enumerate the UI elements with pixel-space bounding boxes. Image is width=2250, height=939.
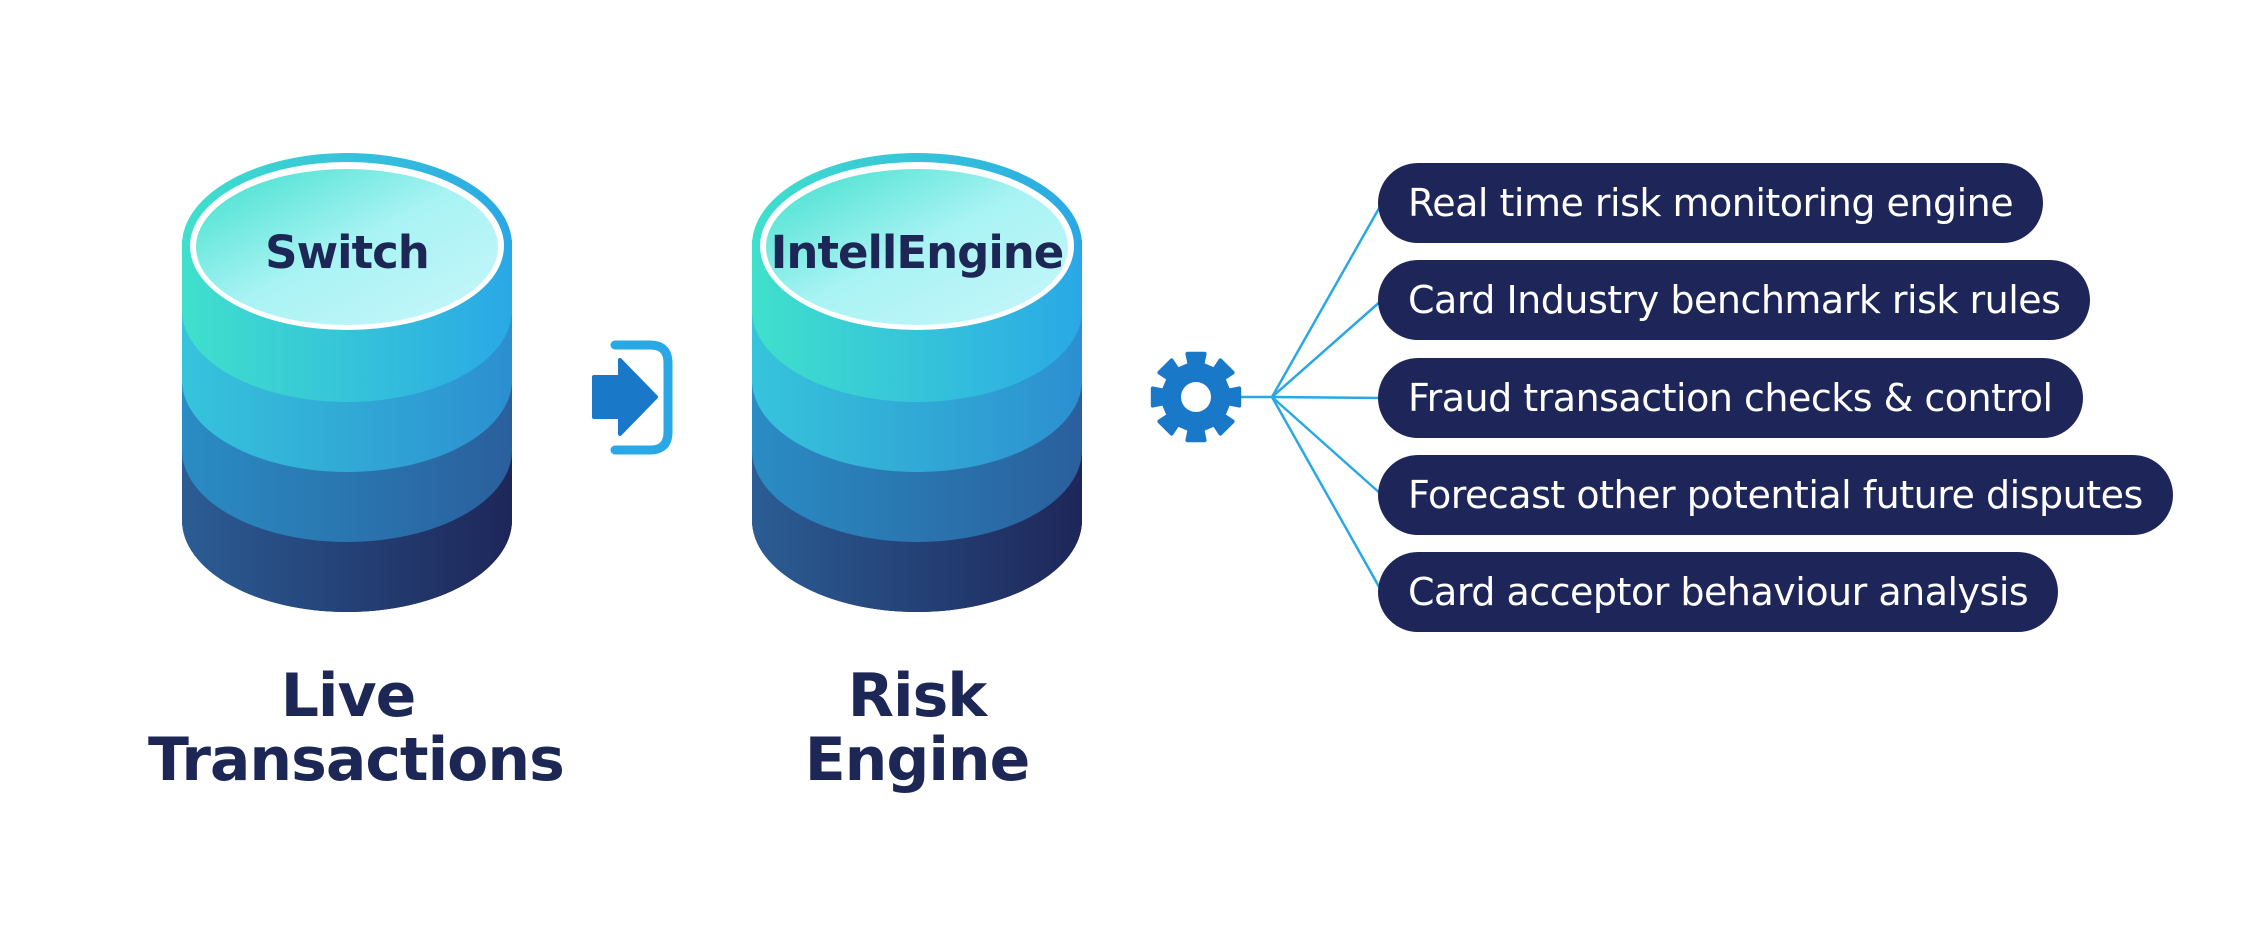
arrow-into-bracket-icon — [592, 340, 673, 455]
feature-pill: Card Industry benchmark risk rules — [1378, 260, 2091, 340]
gear-hole — [1181, 382, 1211, 412]
caption-line: Risk — [847, 661, 987, 731]
feature-pill: Fraud transaction checks & control — [1378, 358, 2083, 438]
db-cap — [196, 169, 498, 325]
feature-pill: Card acceptor behaviour analysis — [1378, 552, 2059, 632]
connector-lines — [1240, 202, 1384, 593]
db-top-label: Switch — [265, 226, 429, 279]
feature-pill: Real time risk monitoring engine — [1378, 163, 2044, 243]
database-cylinder: Switch — [182, 153, 512, 612]
caption-line: Transactions — [148, 725, 565, 795]
connector-line — [1271, 299, 1383, 398]
switch-caption: Live Transactions — [148, 661, 565, 795]
database-cylinder: IntellEngine — [752, 153, 1082, 612]
db-top-label: IntellEngine — [771, 226, 1064, 279]
caption-line: Live — [280, 661, 417, 731]
risk-engine-caption: Risk Engine — [717, 664, 1117, 792]
connector-line — [1270, 202, 1384, 398]
feature-pill: Forecast other potential future disputes — [1378, 455, 2173, 535]
db-cap — [766, 169, 1068, 325]
caption-line: Engine — [804, 725, 1031, 795]
databases-layer: Switch IntellEngine — [182, 153, 1082, 612]
gear-icon — [1150, 351, 1242, 443]
connector-line — [1270, 396, 1384, 593]
connector-line — [1271, 396, 1383, 496]
connector-line — [1271, 395, 1383, 400]
